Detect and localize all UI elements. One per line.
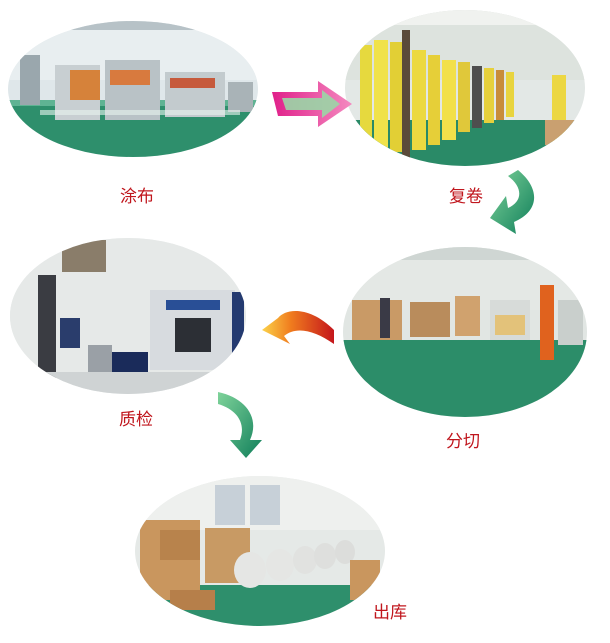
photo-shipping <box>135 476 385 626</box>
photo-coating <box>8 21 258 157</box>
photo-inspection <box>10 238 246 394</box>
photo-rewinding <box>345 10 585 166</box>
photo-slitting <box>343 247 587 417</box>
arrow-coating-to-rewinding <box>272 81 352 127</box>
step-label-coating: 涂布 <box>120 187 154 207</box>
arrow-rewinding-to-slitting <box>490 170 535 234</box>
step-label-shipping: 出库 <box>373 603 407 623</box>
step-label-inspection: 质检 <box>119 410 153 430</box>
arrow-inspection-to-shipping <box>218 392 262 458</box>
arrow-slitting-to-inspection <box>262 310 334 344</box>
step-label-rewinding: 复卷 <box>449 187 483 207</box>
step-label-slitting: 分切 <box>446 432 480 452</box>
